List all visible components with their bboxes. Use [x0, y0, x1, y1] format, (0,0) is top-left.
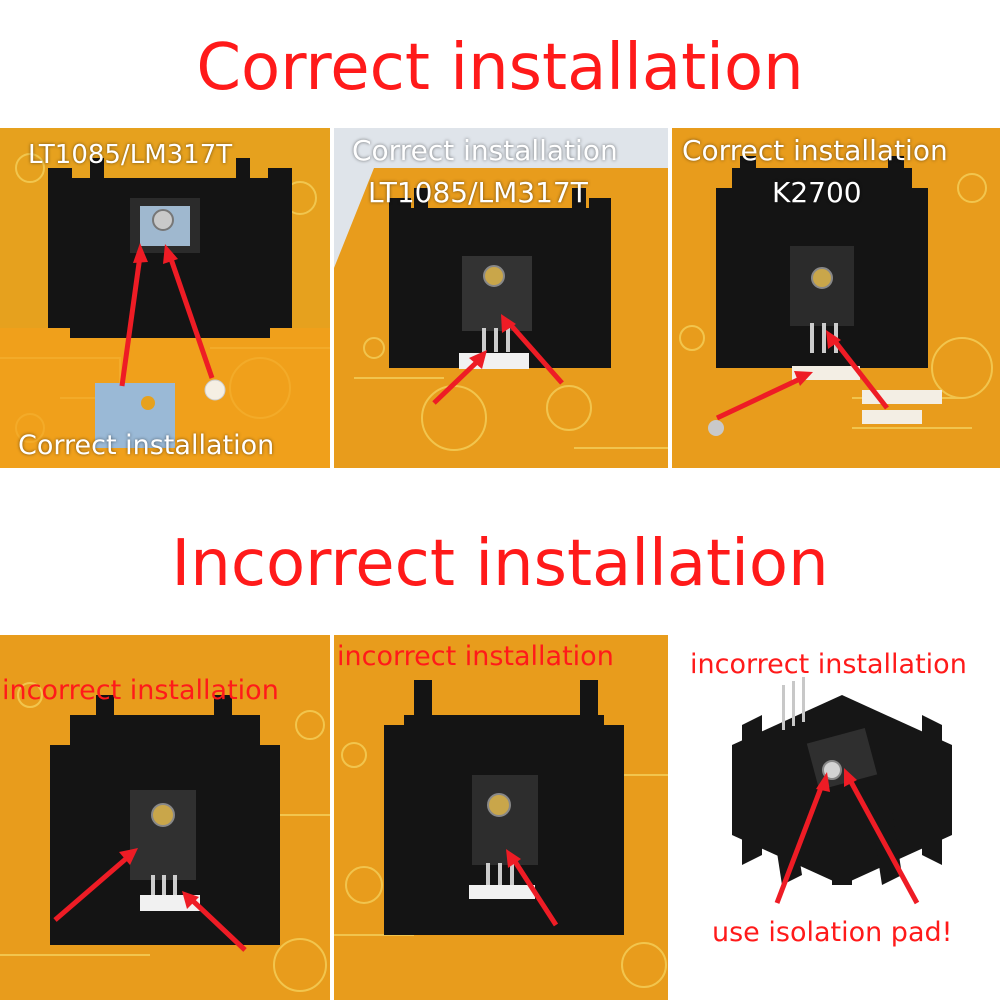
- label-ldo-model: LT1085/LM317T: [28, 140, 233, 170]
- label-incorrect-installation: incorrect installation: [690, 649, 967, 680]
- correct-heading: Correct installation: [196, 31, 804, 105]
- photo-incorrect-ldo-2-image: [334, 635, 668, 1000]
- label-incorrect-installation: incorrect installation: [337, 641, 614, 672]
- photo-correct-ldo: Correct installation LT1085/LM317T: [334, 128, 668, 468]
- photo-correct-ldo-with-pad-image: [0, 128, 330, 468]
- photo-correct-ldo-image: [334, 128, 668, 468]
- photo-correct-ldo-with-pad: LT1085/LM317T Correct installation: [0, 128, 330, 468]
- label-correct-installation: Correct installation: [682, 134, 948, 167]
- photo-incorrect-ldo-image: [0, 635, 330, 1000]
- photo-incorrect-mosfet-no-pad-image: [672, 635, 1000, 1000]
- photo-incorrect-ldo-2: incorrect installation: [334, 635, 668, 1000]
- photo-correct-mosfet: Correct installation K2700: [672, 128, 1000, 468]
- photo-incorrect-ldo: incorrect installation: [0, 635, 330, 1000]
- photo-incorrect-mosfet-no-pad: incorrect installation use isolation pad…: [672, 635, 1000, 1000]
- note-use-isolation-pad: use isolation pad!: [712, 917, 953, 948]
- incorrect-heading: Incorrect installation: [171, 527, 829, 601]
- photo-correct-mosfet-image: [672, 128, 1000, 468]
- label-correct-installation: Correct installation: [352, 134, 618, 167]
- label-ldo-model: LT1085/LM317T: [368, 176, 588, 209]
- label-correct-installation-bottom: Correct installation: [18, 430, 275, 461]
- label-incorrect-installation: incorrect installation: [2, 675, 279, 706]
- label-mosfet-model: K2700: [772, 176, 862, 209]
